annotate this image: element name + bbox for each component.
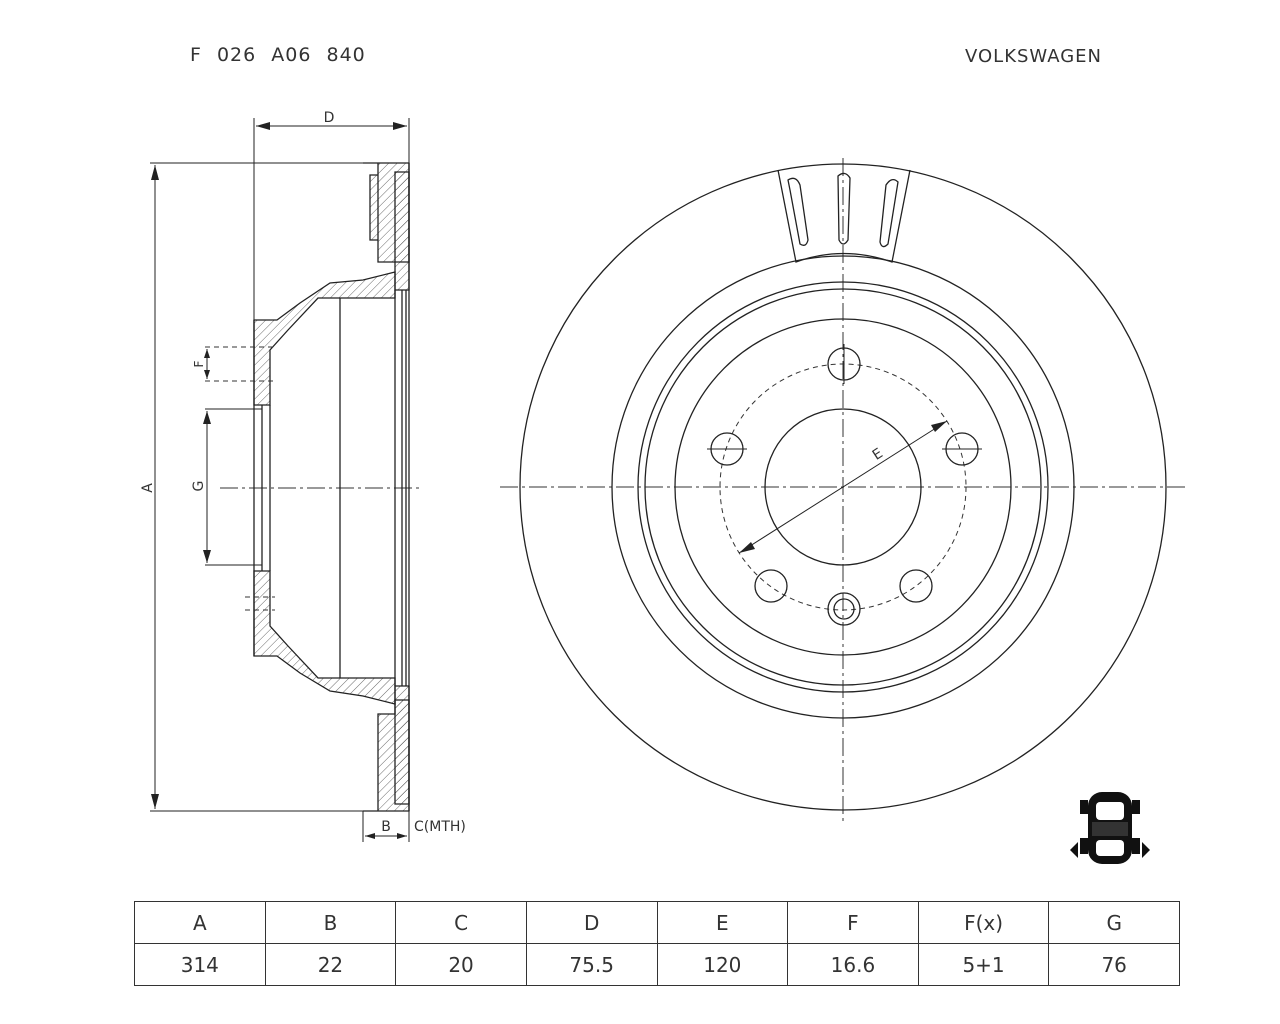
table-header-cell: F(x) [917,901,1050,944]
table-header-cell: F [787,901,919,944]
bolt-circle [719,363,967,611]
table-cell: 75.5 [525,943,658,986]
hat-face [674,318,1012,656]
vent-cutaway [777,169,911,263]
table-cell: 16.6 [787,943,919,986]
table-cell: 314 [134,943,266,986]
dim-label-F: F [192,360,206,367]
table-row: 314 22 20 75.5 120 16.6 5+1 76 [134,943,1180,986]
side-section-view: A G F D B C(MTH) [140,110,466,842]
table-cell: 22 [264,943,397,986]
table-header-cell: B [264,901,397,944]
table-header-cell: A [134,901,266,944]
outer-disc-edge [519,163,1167,811]
cooling-vanes [787,172,899,248]
part-number: F 026 A06 840 [190,44,366,66]
center-bore [764,408,922,566]
table-header-cell: C [395,901,527,944]
dim-label-B: B [381,819,391,835]
dim-label-A: A [140,483,156,493]
dimensions-table: A B C D E F F(x) G 314 22 20 75.5 120 16… [134,901,1180,986]
table-header-cell: D [525,901,658,944]
dim-label-G: G [191,481,207,492]
rear-axle-car-icon [1070,792,1150,864]
table-cell: 76 [1048,943,1180,986]
table-cell: 120 [656,943,789,986]
table-cell: 5+1 [917,943,1050,986]
table-header-cell: G [1048,901,1180,944]
friction-ring-inner [611,255,1075,719]
dim-label-D: D [324,110,335,126]
lower-hub-wall [253,570,396,705]
front-view: E [500,158,1185,825]
upper-hub-wall [253,271,396,406]
table-header-cell: E [656,901,789,944]
table-cell: 20 [395,943,527,986]
bolt-holes [707,344,982,626]
dim-label-C: C(MTH) [414,819,466,835]
table-header-row: A B C D E F F(x) G [134,901,1180,944]
brand-name: VOLKSWAGEN [965,46,1103,67]
